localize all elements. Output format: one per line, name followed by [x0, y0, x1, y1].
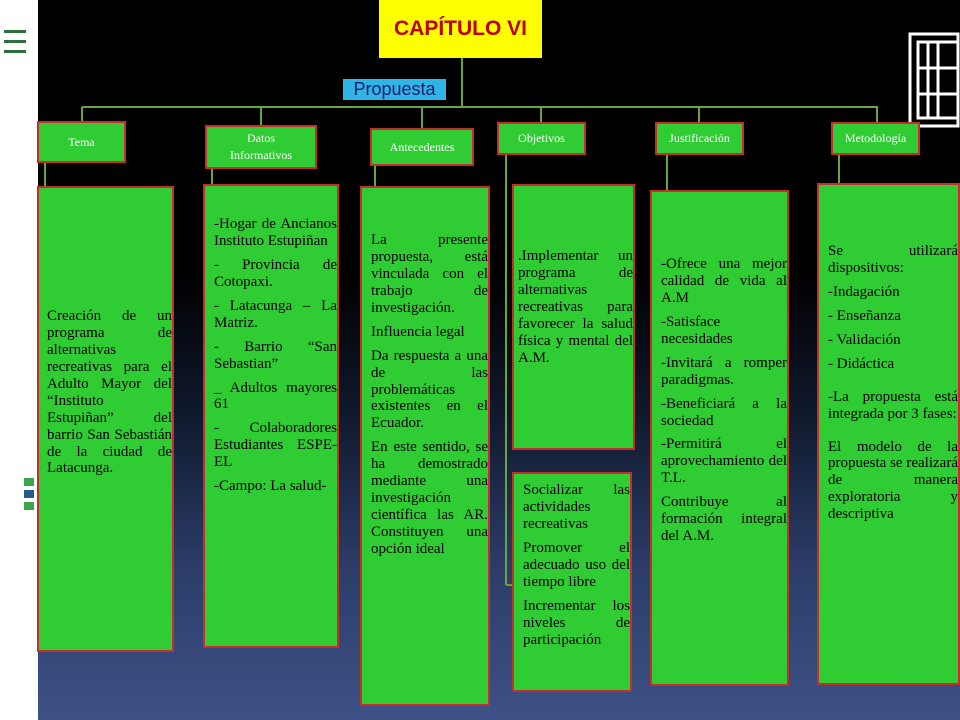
metodologia-item: - Didáctica: [828, 355, 895, 372]
metodologia-item: -Indagación: [828, 283, 900, 300]
antecedentes-box: La presente propuesta, está vinculada co…: [360, 186, 490, 706]
decoration-squares: [24, 478, 38, 518]
datos-box: -Hogar de Ancianos Instituto Estupiñan -…: [203, 184, 339, 648]
antecedentes-item: Influencia legal: [371, 323, 465, 340]
tema-box: Creación de un programa de alternativas …: [37, 186, 174, 652]
datos-item: - Latacunga – La Matriz.: [214, 297, 337, 331]
datos-item: - Provincia de Cotopaxi.: [214, 256, 337, 290]
justificacion-item: -Beneficiará a la sociedad: [661, 395, 787, 429]
antecedentes-item: Da respuesta a una de las problemáticas …: [371, 347, 488, 432]
objetivos-item: Incrementar los niveles de participación: [523, 597, 630, 648]
metodologia-box: Se utilizará dispositivos: -Indagación -…: [817, 183, 960, 685]
datos-item: - Colaboradores Estudiantes ESPE-EL: [214, 420, 337, 471]
objetivos-box-main: .Implementar un programa de alternativas…: [512, 184, 635, 450]
left-white-strip: [0, 0, 38, 720]
metodologia-item: -La propuesta está integrada por 3 fases…: [828, 388, 958, 422]
header-objetivos: Objetivos: [497, 122, 586, 155]
justificacion-item: -Ofrece una mejor calidad de vida al A.M: [661, 256, 787, 306]
header-tema: Tema: [37, 121, 126, 163]
decoration-bars-top: [0, 0, 38, 110]
header-antecedentes: Antecedentes: [370, 128, 474, 166]
datos-item: -Hogar de Ancianos Instituto Estupiñan: [214, 216, 337, 249]
objetivos-item: Promover el adecuado uso del tiempo libr…: [523, 539, 630, 590]
chapter-title: CAPÍTULO VI: [379, 0, 542, 58]
tema-text: Creación de un programa de alternativas …: [47, 308, 172, 477]
antecedentes-item: La presente propuesta, está vinculada co…: [371, 232, 488, 316]
proposal-label: Propuesta: [343, 79, 446, 100]
datos-item: _ Adultos mayores 61: [214, 379, 337, 413]
metodologia-item: - Validación: [828, 331, 901, 348]
justificacion-item: Contribuye al formación integral del A.M…: [661, 494, 787, 545]
objetivos-item: .Implementar un programa de alternativas…: [518, 248, 633, 366]
metodologia-item: Se utilizará dispositivos:: [828, 243, 958, 276]
justificacion-item: -Permitirá el aprovechamiento del T.L.: [661, 436, 787, 487]
datos-item: -Campo: La salud-: [214, 478, 327, 495]
justificacion-item: -Satisface necesidades: [661, 313, 733, 347]
objetivos-box-specific: Socializar las actividades recreativas P…: [512, 472, 632, 692]
header-metodologia: Metodología: [831, 122, 920, 155]
antecedentes-item: En este sentido, se ha demostrado median…: [371, 439, 488, 557]
metodologia-item: - Enseñanza: [828, 307, 901, 324]
window-decoration-icon: [908, 32, 960, 128]
metodologia-item: El modelo de la propuesta se realizará d…: [828, 438, 958, 523]
justificacion-item: -Invitará a romper paradigmas.: [661, 354, 787, 388]
datos-item: - Barrio “San Sebastian”: [214, 338, 337, 372]
header-justificacion: Justificación: [655, 122, 744, 155]
header-datos-informativos: Datos Informativos: [205, 125, 317, 169]
justificacion-box: -Ofrece una mejor calidad de vida al A.M…: [650, 190, 789, 686]
objetivos-item: Socializar las actividades recreativas: [523, 482, 630, 532]
